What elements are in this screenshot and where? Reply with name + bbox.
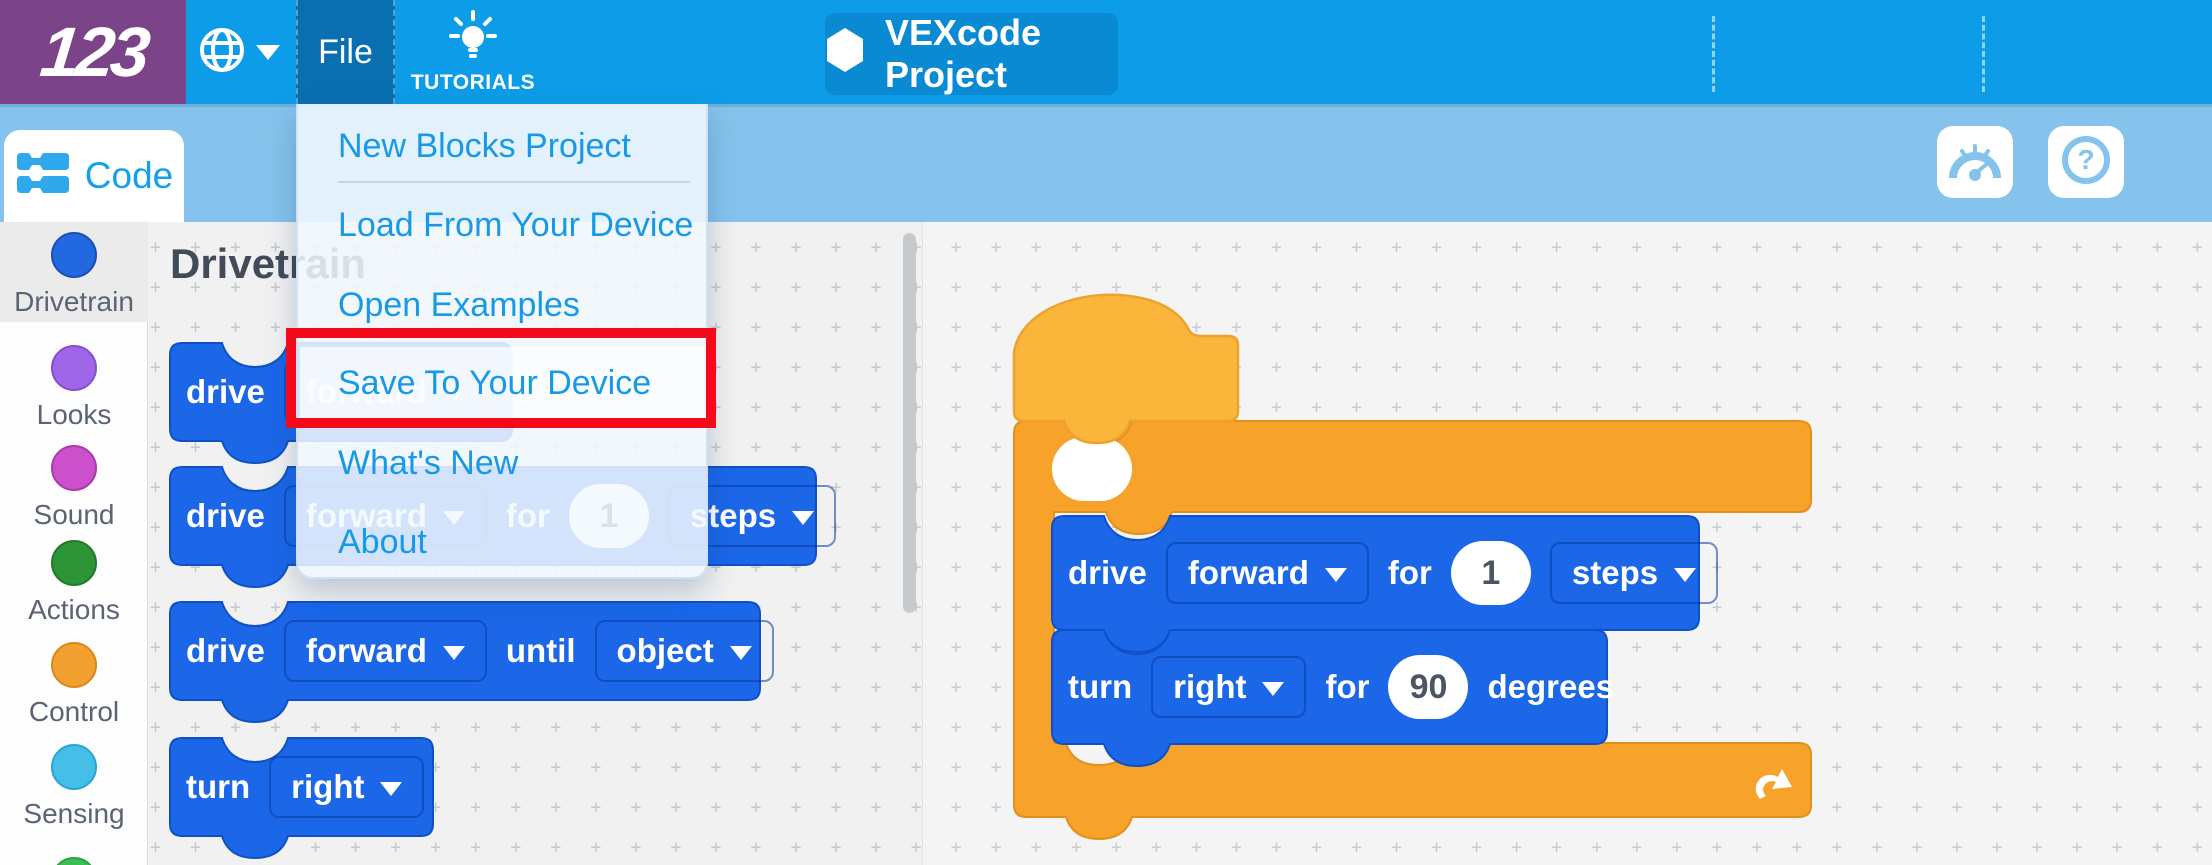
chevron-down-icon (256, 44, 280, 60)
menu-item-what-s-new[interactable]: What's New (300, 427, 704, 499)
chevron-down-icon (1262, 681, 1285, 696)
sidebar-item-sound[interactable]: Sound (0, 445, 148, 531)
category-color-dot (51, 744, 97, 790)
menu-file[interactable]: File (296, 0, 395, 104)
toolbar-separator (1712, 16, 1715, 92)
block-text: drive (1068, 554, 1147, 591)
gauge-icon (1949, 138, 2001, 187)
menu-item-label: Open Examples (338, 285, 580, 324)
category-color-dot (51, 445, 97, 491)
menu-item-about[interactable]: About (300, 506, 704, 578)
workspace-block[interactable]: drive forward for 1 steps (1051, 515, 1719, 654)
menu-item-label: Load From Your Device (338, 205, 694, 244)
palette-scrollbar[interactable] (903, 233, 916, 613)
tab-code[interactable]: Code (4, 130, 184, 222)
palette-block[interactable]: turn right (169, 737, 434, 860)
chevron-down-icon (380, 781, 403, 796)
category-color-dot (51, 642, 97, 688)
category-color-dot (51, 857, 97, 865)
block-text: until (505, 632, 576, 669)
sidebar-item-actions[interactable]: Actions (0, 540, 148, 626)
category-label: Sound (33, 499, 115, 530)
category-label: Control (28, 696, 120, 727)
chevron-down-icon (792, 510, 815, 525)
device-dashboard-button[interactable] (1937, 126, 2013, 198)
menu-item-new-blocks-project[interactable]: New Blocks Project (300, 110, 704, 182)
sidebar-item-partial[interactable] (0, 857, 148, 865)
chevron-down-icon (442, 645, 465, 660)
block-text: for (1325, 668, 1370, 705)
menu-item-label: What's New (338, 443, 519, 482)
forward-dropdown[interactable]: forward (283, 620, 487, 682)
tutorials-label: TUTORIALS (410, 70, 536, 94)
help-button[interactable]: ? (2048, 126, 2124, 198)
repeat-block[interactable] (1013, 419, 1812, 841)
toolbar-separator (1982, 16, 1985, 92)
svg-text:?: ? (2077, 144, 2094, 175)
steps-dropdown[interactable]: steps (1549, 542, 1719, 604)
chevron-down-icon (729, 645, 752, 660)
block-text: drive (186, 632, 265, 669)
menu-item-label: About (338, 522, 427, 561)
tab-code-label: Code (84, 155, 174, 196)
category-label: Looks (36, 399, 112, 430)
project-name-label: VEXcode Project (885, 12, 1042, 95)
when-started-hat-block[interactable] (1012, 292, 1240, 445)
block-text: drive (186, 373, 265, 410)
menu-item-open-examples[interactable]: Open Examples (300, 269, 704, 341)
category-sidebar: Drivetrain Looks Sound Actions Control S… (0, 222, 148, 865)
workspace-block[interactable]: turn right for 90 degrees (1051, 629, 1614, 768)
number-input[interactable]: 90 (1388, 655, 1469, 719)
language-menu[interactable] (198, 0, 280, 104)
category-label: Drivetrain (14, 286, 134, 317)
main-toolbar: 123 File (0, 0, 2212, 104)
repeat-count-input[interactable] (1052, 437, 1132, 501)
tutorials-button[interactable]: TUTORIALS (408, 0, 538, 104)
right-dropdown[interactable]: right (269, 756, 425, 818)
sidebar-item-control[interactable]: Control (0, 642, 148, 728)
sidebar-item-drivetrain[interactable]: Drivetrain (0, 232, 148, 318)
sidebar-item-looks[interactable]: Looks (0, 345, 148, 431)
block-text: for (1387, 554, 1432, 591)
category-label: Sensing (23, 798, 125, 829)
chevron-down-icon (1324, 567, 1347, 582)
app-logo-123[interactable]: 123 (0, 0, 186, 104)
category-color-dot (51, 345, 97, 391)
right-dropdown[interactable]: right (1151, 656, 1307, 718)
menu-file-label: File (318, 32, 373, 71)
block-text: turn (186, 768, 251, 805)
globe-icon (198, 26, 246, 79)
project-name-button[interactable]: VEXcode Project (825, 12, 1118, 95)
number-input[interactable]: 1 (1450, 541, 1531, 605)
menu-item-label: New Blocks Project (338, 126, 631, 165)
logo-text: 123 (36, 13, 150, 91)
block-text: turn (1068, 668, 1133, 705)
object-dropdown[interactable]: object (594, 620, 774, 682)
category-color-dot (51, 540, 97, 586)
lightbulb-icon (447, 9, 499, 67)
category-color-dot (51, 232, 97, 278)
question-icon: ? (2061, 135, 2111, 190)
menu-divider (338, 181, 690, 183)
hexagon-icon (825, 27, 865, 82)
menu-item-load-from-your-device[interactable]: Load From Your Device (300, 189, 704, 261)
code-blocks-icon (15, 151, 71, 202)
palette-block[interactable]: drive forward until object (169, 601, 774, 724)
category-label: Actions (28, 594, 120, 625)
sidebar-item-sensing[interactable]: Sensing (0, 744, 148, 830)
menu-item-label: Save To Your Device (338, 363, 652, 402)
forward-dropdown[interactable]: forward (1165, 542, 1369, 604)
menu-item-save-to-your-device[interactable]: Save To Your Device (300, 347, 704, 419)
block-text: drive (186, 497, 265, 534)
block-text: degrees (1487, 668, 1615, 705)
chevron-down-icon (1674, 567, 1697, 582)
